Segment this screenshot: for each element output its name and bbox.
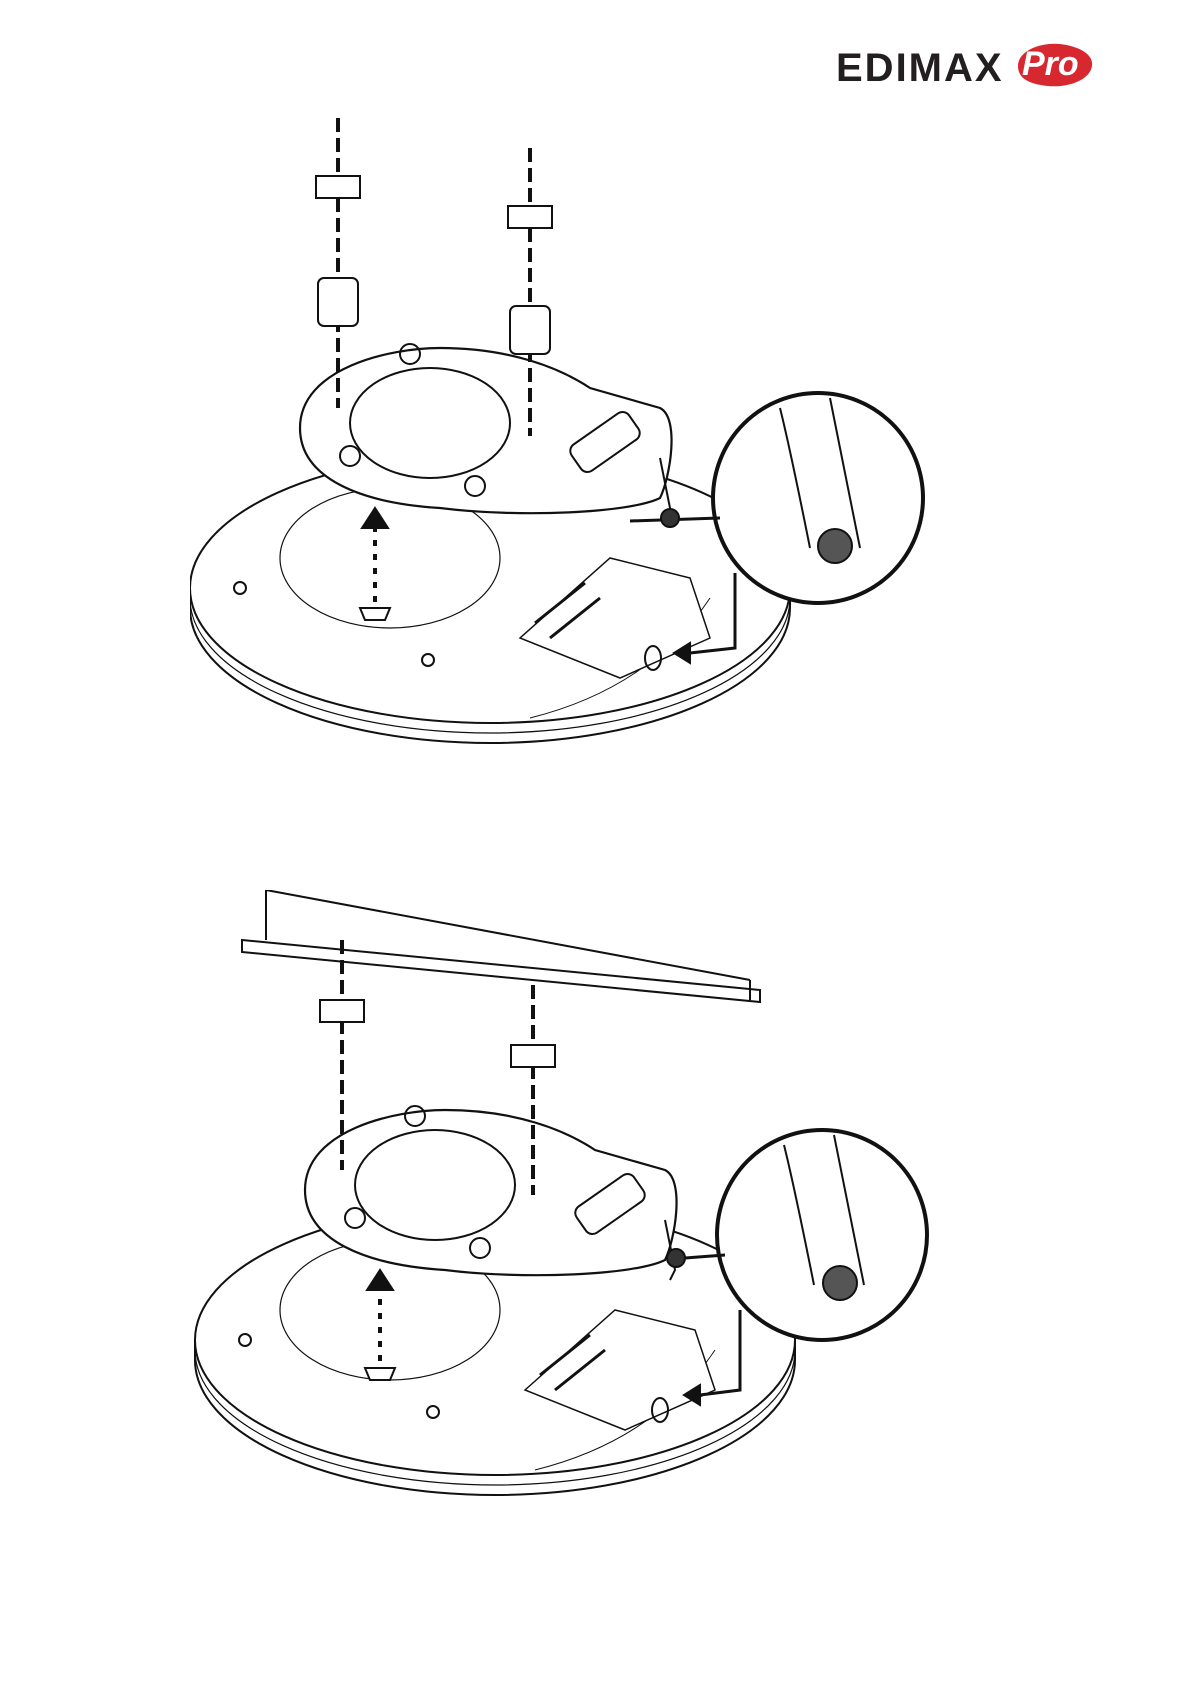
edimax-pro-logo: EDIMAX Pro	[836, 40, 1096, 92]
ceiling-plate-mount-diagram	[190, 118, 1030, 798]
logo-brand-text: EDIMAX	[836, 46, 1004, 91]
ceiling-t-rail	[242, 890, 760, 1002]
mounting-plate	[300, 344, 672, 518]
t-rail-mount-diagram	[190, 890, 1030, 1540]
thumb-screw-icon	[661, 509, 679, 527]
logo-suffix-text: Pro	[1022, 45, 1079, 84]
thumb-screw-icon	[667, 1249, 685, 1267]
mounting-plate	[305, 1106, 677, 1280]
